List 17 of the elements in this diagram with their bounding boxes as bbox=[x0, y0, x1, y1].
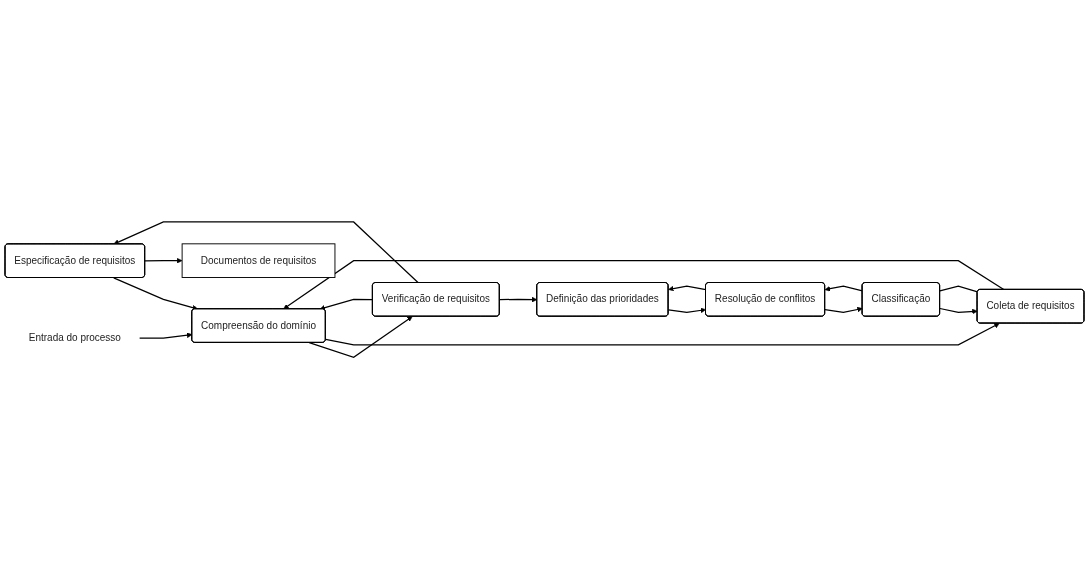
arrow bbox=[113, 277, 198, 311]
arrow bbox=[667, 307, 707, 313]
node-text: Entrada do processo bbox=[28, 332, 121, 343]
arrow bbox=[499, 296, 538, 303]
arrow bbox=[283, 259, 1005, 310]
arrow bbox=[325, 322, 1000, 346]
arrow bbox=[144, 257, 183, 264]
arrow bbox=[113, 221, 419, 284]
arrow bbox=[939, 307, 978, 315]
arrow bbox=[668, 285, 707, 292]
connector bbox=[939, 285, 979, 293]
arrow bbox=[139, 332, 193, 339]
arrow bbox=[308, 316, 413, 358]
node-box: Documentos de requisitos bbox=[181, 243, 336, 278]
arrow bbox=[824, 285, 864, 292]
arrow bbox=[824, 306, 863, 313]
arrow bbox=[319, 298, 374, 311]
